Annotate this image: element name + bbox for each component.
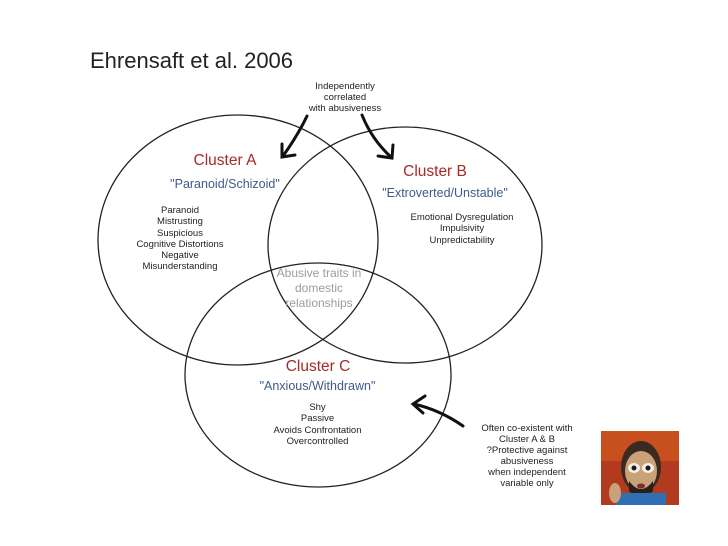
trait-item: Shy	[250, 402, 385, 413]
bottom-note: Often co-existent with Cluster A & B ?Pr…	[462, 423, 592, 489]
bottom-note-line: variable only	[462, 478, 592, 489]
top-note-line: with abusiveness	[290, 103, 400, 114]
top-note: Independently correlated with abusivenes…	[290, 81, 400, 114]
cluster-c-descriptor: "Anxious/Withdrawn"	[245, 379, 390, 393]
center-label: Abusive traits in domestic relationships	[260, 266, 378, 311]
trait-item: Cognitive Distortions	[115, 239, 245, 250]
trait-item: Avoids Confrontation	[250, 425, 385, 436]
trait-item: Passive	[250, 413, 385, 424]
top-note-line: correlated	[290, 92, 400, 103]
trait-item: Impulsivity	[392, 223, 532, 234]
bottom-note-line: Often co-existent with	[462, 423, 592, 434]
trait-item: Unpredictability	[392, 235, 532, 246]
trait-item: Emotional Dysregulation	[392, 212, 532, 223]
cluster-b-descriptor: "Extroverted/Unstable"	[365, 186, 525, 200]
trait-item: Paranoid	[115, 205, 245, 216]
bottom-note-line: ?Protective against	[462, 445, 592, 456]
portrait-illustration	[601, 431, 679, 505]
cluster-c-title: Cluster C	[263, 358, 373, 376]
cluster-c-traits: Shy Passive Avoids Confrontation Overcon…	[250, 402, 385, 447]
bottom-note-line: when independent	[462, 467, 592, 478]
portrait-image	[601, 431, 679, 505]
cluster-b-title: Cluster B	[380, 163, 490, 181]
bottom-note-line: abusiveness	[462, 456, 592, 467]
trait-item: Negative	[115, 250, 245, 261]
center-label-line: Abusive traits in	[260, 266, 378, 281]
cluster-b-traits: Emotional Dysregulation Impulsivity Unpr…	[392, 212, 532, 246]
trait-item: Overcontrolled	[250, 436, 385, 447]
top-note-line: Independently	[290, 81, 400, 92]
arrow-to-cluster-c	[413, 396, 463, 426]
page-title: Ehrensaft et al. 2006	[90, 48, 293, 74]
center-label-line: relationships	[260, 296, 378, 311]
bottom-note-line: Cluster A & B	[462, 434, 592, 445]
arrow-to-cluster-b	[362, 115, 393, 158]
trait-item: Misunderstanding	[115, 261, 245, 272]
trait-item: Suspicious	[115, 228, 245, 239]
center-label-line: domestic	[260, 281, 378, 296]
trait-item: Mistrusting	[115, 216, 245, 227]
cluster-a-descriptor: "Paranoid/Schizoid"	[140, 177, 310, 191]
cluster-a-title: Cluster A	[170, 152, 280, 170]
cluster-a-traits: Paranoid Mistrusting Suspicious Cognitiv…	[115, 205, 245, 273]
